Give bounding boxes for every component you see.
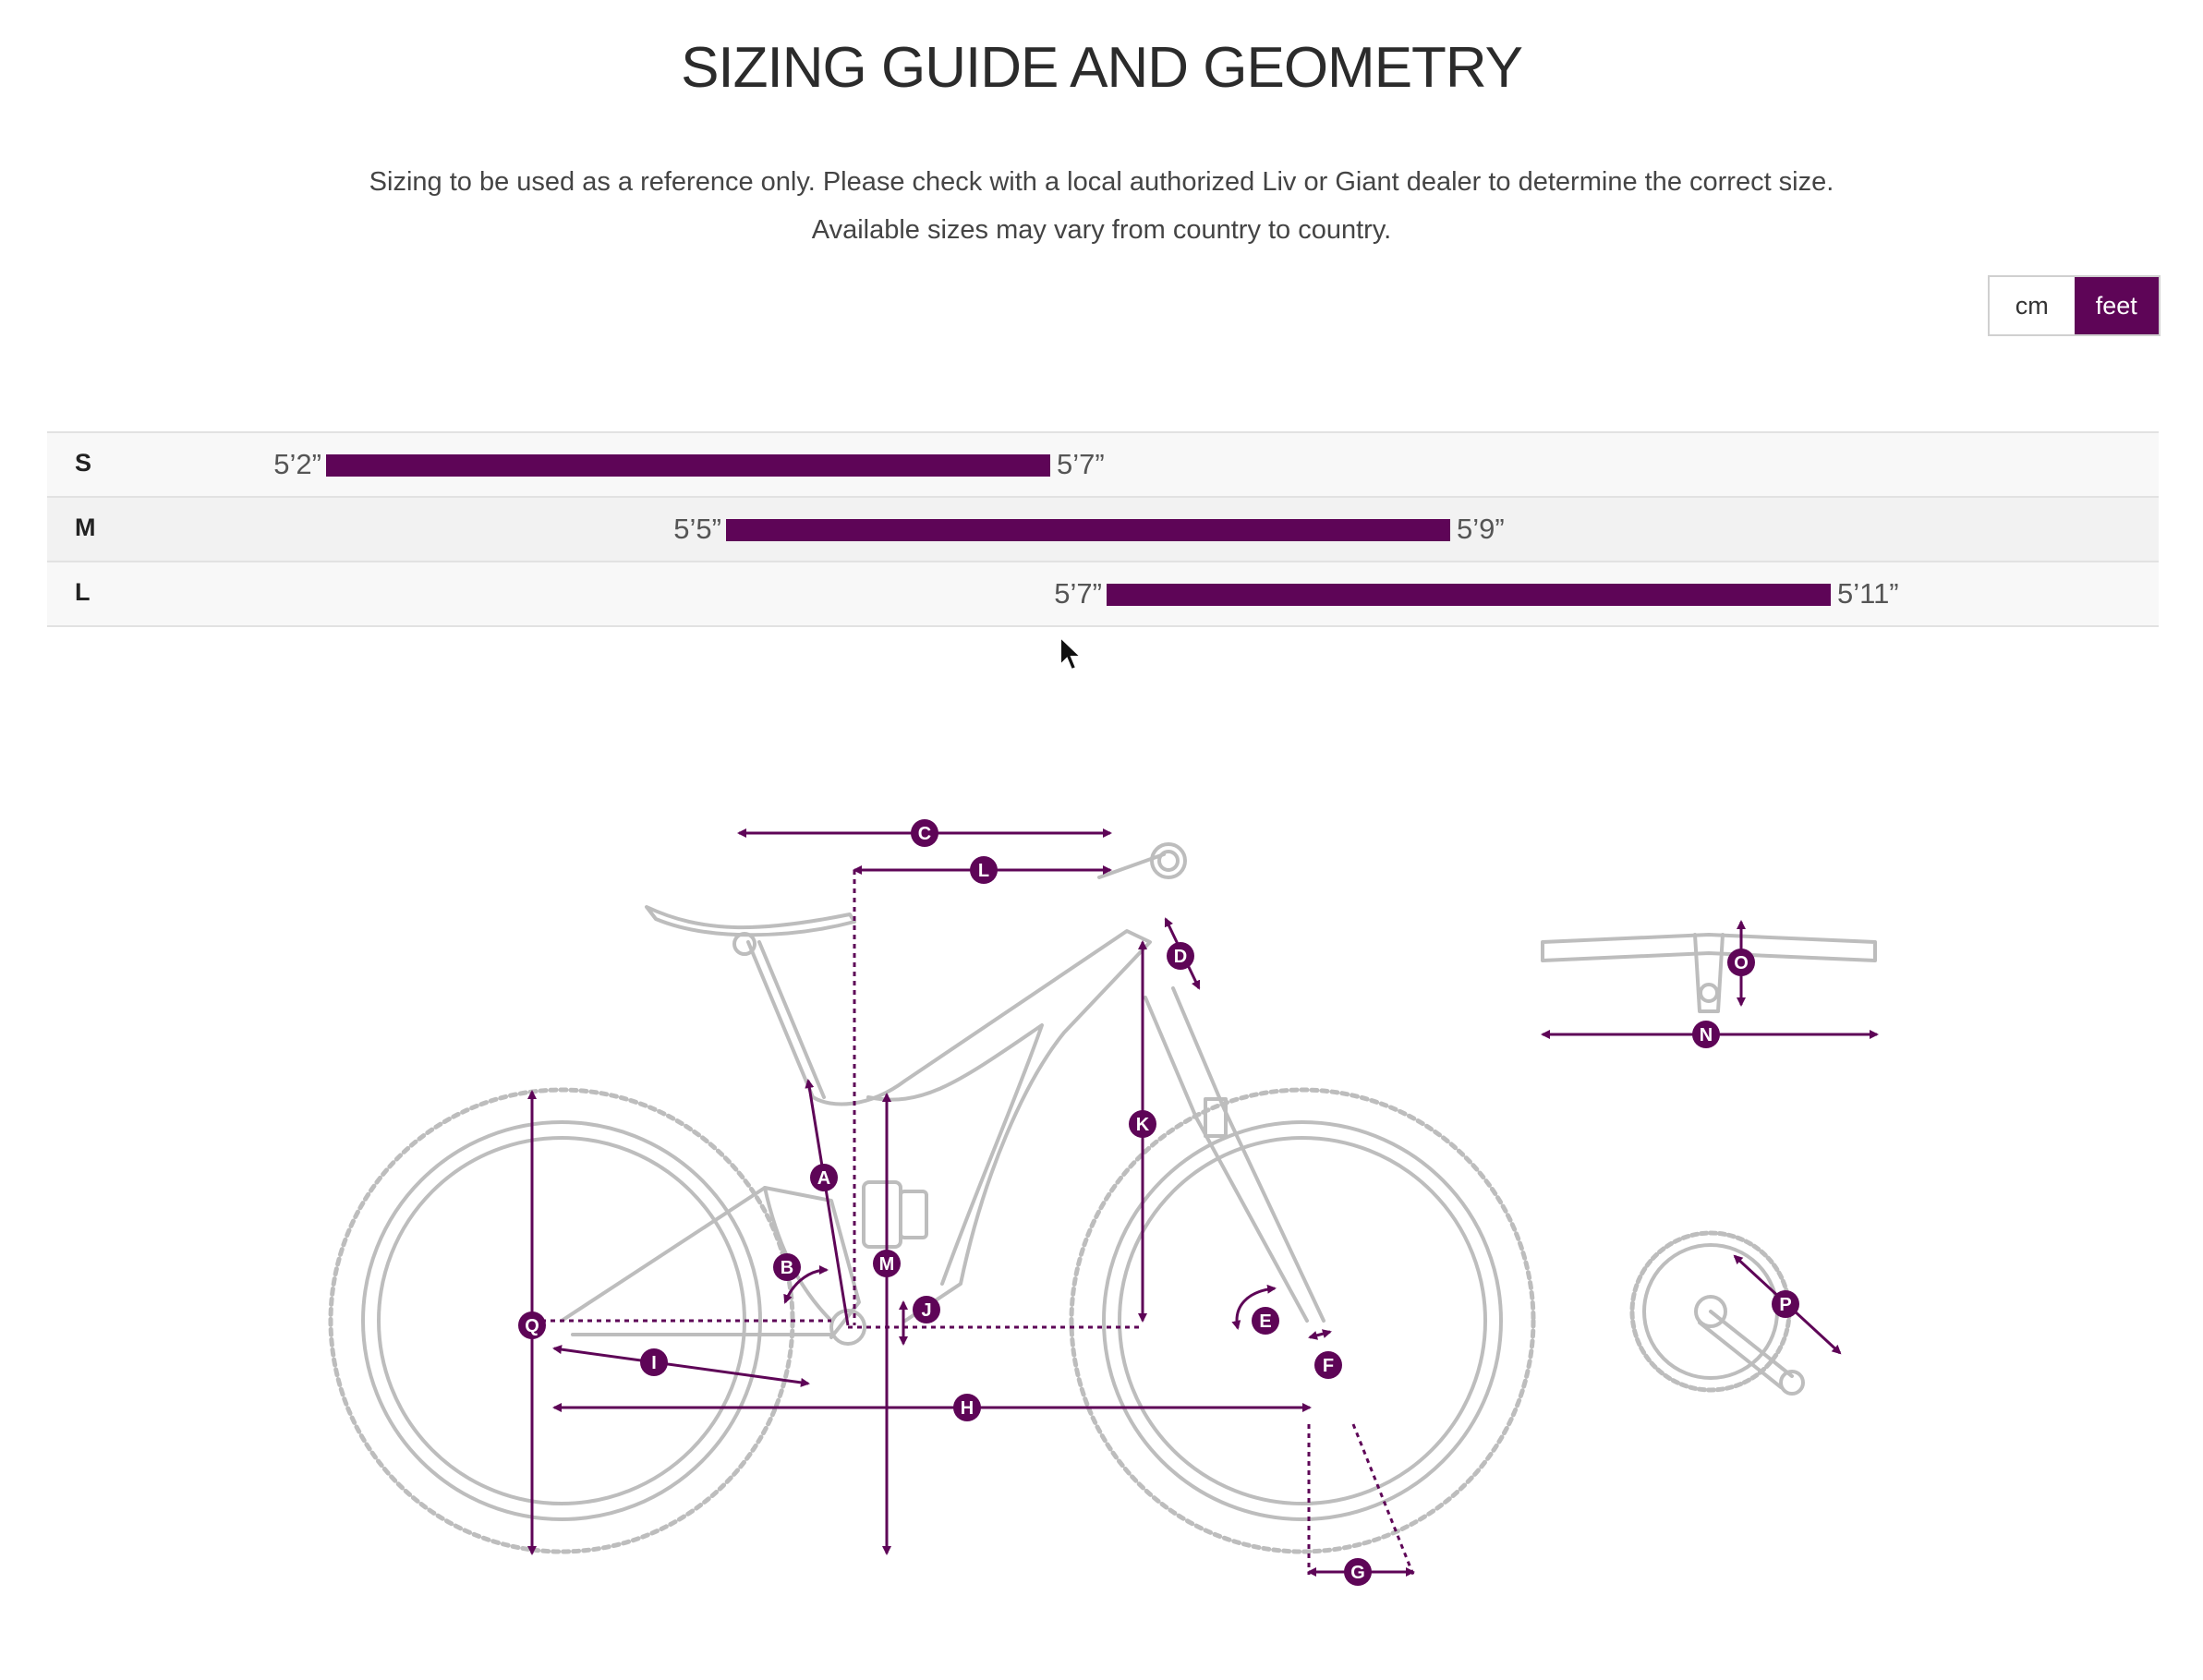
height-min: 5’2” xyxy=(273,448,321,480)
badge-i: I xyxy=(640,1348,668,1376)
badge-m: M xyxy=(873,1250,901,1277)
svg-text:A: A xyxy=(817,1168,830,1189)
badge-p: P xyxy=(1772,1290,1799,1318)
svg-text:N: N xyxy=(1700,1025,1713,1045)
height-range-bar xyxy=(1107,584,1831,606)
badge-n: N xyxy=(1692,1021,1720,1048)
size-table: S 5’2” 5’7” M 5’5” 5’9” L 5’7” 5’11” xyxy=(47,431,2159,627)
page-title: SIZING GUIDE AND GEOMETRY xyxy=(681,36,1523,100)
svg-text:I: I xyxy=(651,1353,657,1373)
unit-cm-button[interactable]: cm xyxy=(1990,277,2075,334)
size-label: M xyxy=(75,514,96,541)
badge-l: L xyxy=(970,856,998,884)
unit-toggle: cm feet xyxy=(1988,275,2161,336)
badge-h: H xyxy=(953,1394,981,1421)
height-min: 5’5” xyxy=(673,513,721,545)
size-label: S xyxy=(75,449,92,477)
height-min: 5’7” xyxy=(1054,577,1102,610)
height-max: 5’11” xyxy=(1837,577,1899,610)
svg-text:C: C xyxy=(918,824,931,844)
badge-b: B xyxy=(773,1253,801,1281)
size-row-s: S 5’2” 5’7” xyxy=(47,431,2159,496)
svg-text:H: H xyxy=(961,1398,974,1419)
badge-g: G xyxy=(1344,1558,1372,1586)
badge-j: J xyxy=(913,1296,940,1323)
badge-a: A xyxy=(810,1164,838,1191)
height-max: 5’9” xyxy=(1457,513,1505,545)
size-label: L xyxy=(75,578,91,606)
height-max: 5’7” xyxy=(1057,448,1105,480)
svg-text:L: L xyxy=(978,861,989,881)
badge-q: Q xyxy=(518,1311,546,1339)
badge-k: K xyxy=(1129,1110,1156,1138)
svg-text:F: F xyxy=(1323,1356,1334,1376)
svg-text:O: O xyxy=(1734,953,1749,973)
svg-text:K: K xyxy=(1136,1115,1150,1135)
svg-text:Q: Q xyxy=(525,1316,539,1336)
page-subtitle-line1: Sizing to be used as a reference only. P… xyxy=(369,167,1834,197)
svg-text:G: G xyxy=(1350,1563,1365,1583)
svg-text:B: B xyxy=(781,1258,793,1278)
svg-text:D: D xyxy=(1174,947,1187,967)
height-range-bar xyxy=(726,519,1450,541)
badge-e: E xyxy=(1252,1307,1279,1335)
badge-d: D xyxy=(1167,942,1194,970)
mouse-pointer-icon xyxy=(1059,635,1083,671)
height-range-bar xyxy=(326,454,1050,477)
page-subtitle-line2: Available sizes may vary from country to… xyxy=(811,215,1392,245)
size-row-m: M 5’5” 5’9” xyxy=(47,496,2159,561)
svg-text:M: M xyxy=(879,1254,895,1275)
svg-text:J: J xyxy=(921,1300,931,1321)
letter-badges: A B C D E F G H I J K L M N O P Q xyxy=(518,819,1799,1586)
bike-geometry-diagram: A B C D E F G H I J K L M N O P Q xyxy=(328,819,1879,1586)
svg-text:P: P xyxy=(1779,1295,1791,1315)
badge-f: F xyxy=(1314,1351,1342,1379)
badge-c: C xyxy=(911,819,938,847)
bike-drawing xyxy=(328,842,1877,1554)
unit-feet-button[interactable]: feet xyxy=(2074,277,2159,334)
size-row-l: L 5’7” 5’11” xyxy=(47,561,2159,627)
svg-text:E: E xyxy=(1259,1311,1271,1332)
badge-o: O xyxy=(1727,949,1755,976)
